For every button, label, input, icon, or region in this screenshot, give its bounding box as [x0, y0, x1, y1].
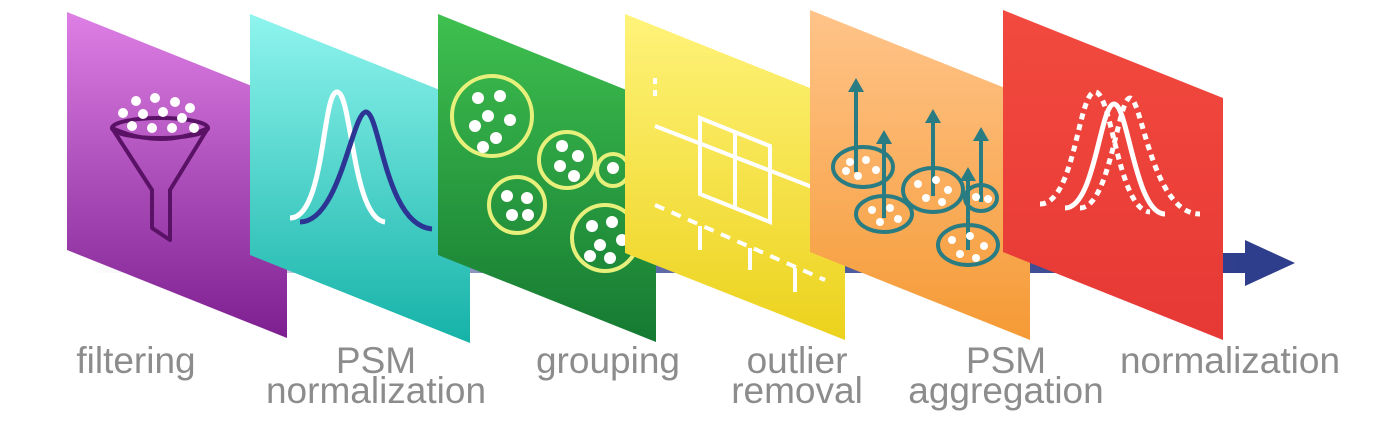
panel-filtering: [67, 12, 287, 338]
panel-outlier-removal: [625, 14, 845, 340]
step-label-normalization: normalization: [1119, 340, 1341, 381]
panel-grouping: [438, 14, 656, 342]
step-label-filtering: filtering: [76, 340, 196, 381]
boxplot-icon: [653, 78, 826, 292]
gaussian-curves-icon: [289, 89, 433, 232]
step-label-psm-normalization: PSM normalization: [265, 340, 487, 411]
aggregation-arrows-icon: [831, 78, 1000, 267]
step-label-grouping: grouping: [535, 340, 680, 381]
shifted-gaussian-icon: [1039, 89, 1201, 217]
panel-normalization: [1003, 10, 1223, 340]
step-label-psm-aggregation: PSM aggregation: [908, 340, 1104, 411]
panel-psm-normalization: [250, 14, 470, 343]
step-label-outlier-removal: outlier removal: [731, 340, 863, 411]
funnel-icon: [110, 93, 210, 242]
panel-psm-aggregation: [810, 10, 1030, 340]
